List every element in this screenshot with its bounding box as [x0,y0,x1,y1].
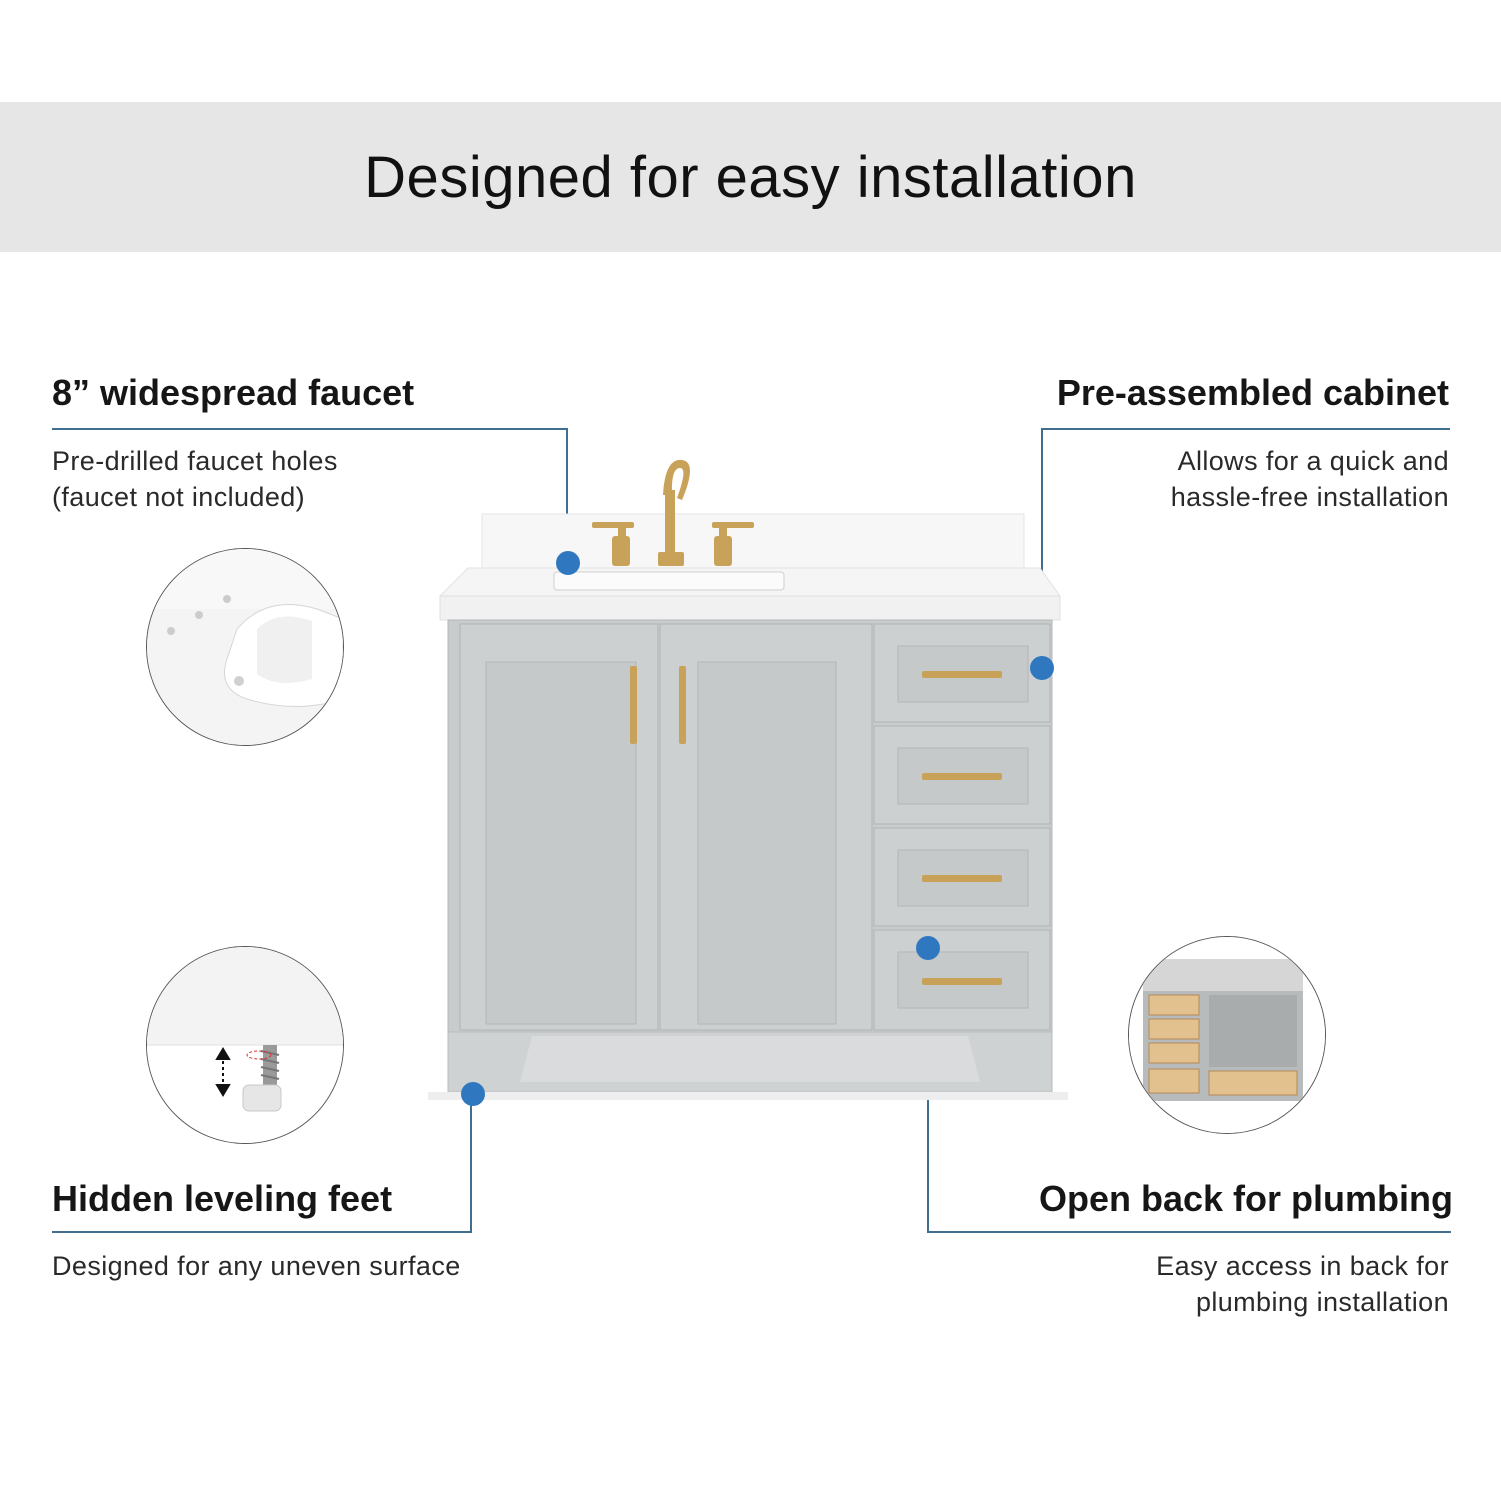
feet-callout-line-h [52,1231,472,1233]
sink-detail-image [146,548,344,746]
up-down-arrow-icon [215,1047,231,1097]
faucet-feature-description: Pre-drilled faucet holes (faucet not inc… [52,446,338,512]
plumbing-callout-dot [916,936,940,960]
feet-feature-title: Hidden leveling feet [52,1178,393,1219]
faucet-callout-dot [556,551,580,575]
cabinet-callout-line-v [1041,428,1043,666]
plumbing-callout-line-h [927,1231,1451,1233]
faucet-icon [592,459,754,566]
vanity-illustration [428,459,1068,1100]
feet-callout-line-v [470,1094,472,1233]
cabinet-callout-line-h [1041,428,1450,430]
faucet-callout-line-v [566,428,568,562]
faucet-callout-line-h [52,428,568,430]
cabinet-feature-description: Allows for a quick and hassle-free insta… [1170,446,1449,512]
feet-feature-description: Designed for any uneven surface [52,1251,461,1281]
door-handle-left [630,666,637,744]
header-banner: Designed for easy installation [0,102,1501,252]
page-title: Designed for easy installation [364,144,1137,210]
cabinet-callout-dot [1030,656,1054,680]
leveling-feet-detail-image [146,946,344,1144]
faucet-feature-title: 8” widespread faucet [52,372,415,413]
sink-icon [553,571,785,591]
door-handle-right [679,666,686,744]
cabinet-feature-title: Pre-assembled cabinet [1056,372,1449,413]
feet-callout-dot [461,1082,485,1106]
plumbing-feature-title: Open back for plumbing [1038,1178,1453,1219]
plumbing-feature-description: Easy access in back for plumbing install… [1156,1251,1449,1317]
drawer-stack [873,623,1051,1031]
open-back-detail-image [1128,936,1326,1134]
